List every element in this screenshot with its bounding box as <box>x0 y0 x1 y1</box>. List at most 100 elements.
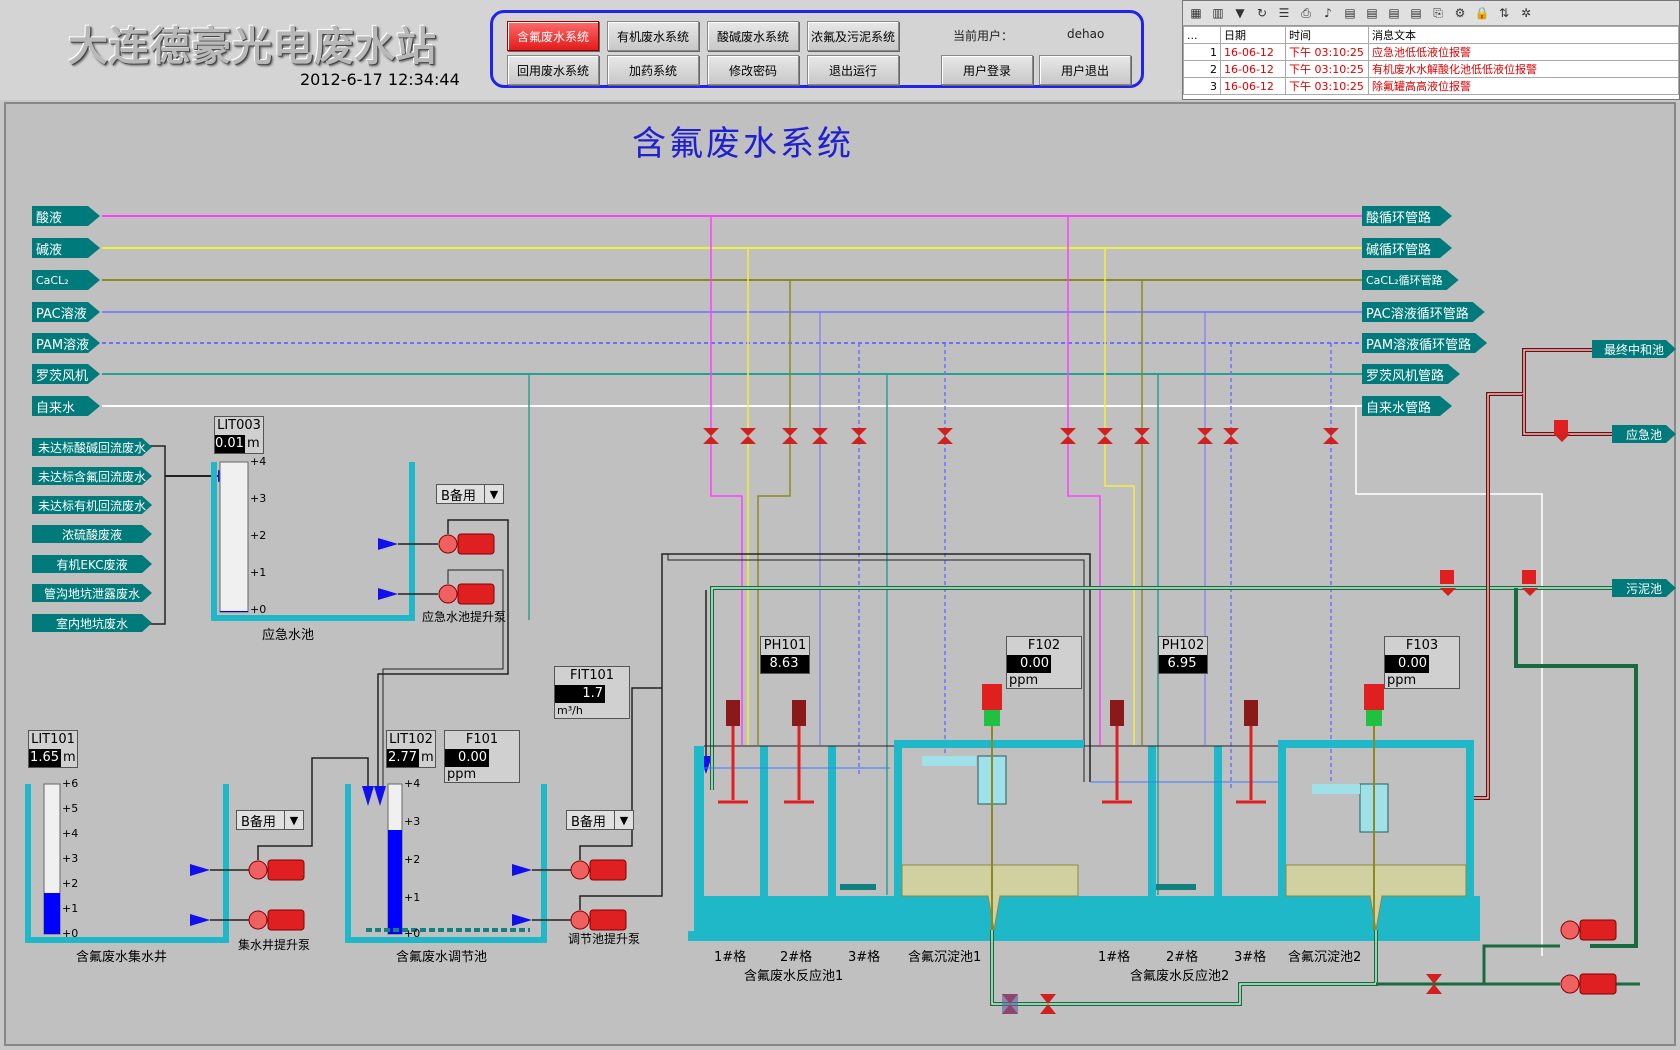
dropdown-arrow-icon[interactable]: ▼ <box>284 811 303 829</box>
f103-display[interactable]: F103 0.00ppm <box>1384 636 1460 689</box>
emergency-pump-b[interactable] <box>438 583 495 605</box>
alarm-row[interactable]: 3 16-06-12 下午 03:10:25 除氟罐高高液位报警 <box>1183 77 1679 95</box>
adjust-pump-b[interactable] <box>570 909 627 931</box>
settler-drive-2[interactable] <box>1364 684 1384 726</box>
sort-icon[interactable]: ⇅ <box>1498 6 1510 20</box>
mixer-1[interactable] <box>718 700 748 804</box>
emergency-pool <box>211 461 438 621</box>
ack-icon[interactable]: ✲ <box>1520 6 1532 20</box>
f101-value: 0.00 <box>445 749 489 767</box>
sludge-pump-b[interactable] <box>1560 973 1617 995</box>
mixer-4[interactable] <box>1236 700 1266 804</box>
scale-mark: +1 <box>250 566 267 579</box>
f102-display[interactable]: F102 0.00ppm <box>1006 636 1082 689</box>
mixer-2[interactable] <box>784 700 814 804</box>
valve[interactable] <box>782 428 798 444</box>
nav-reuse-button[interactable]: 回用废水系统 <box>507 55 599 85</box>
settings-icon[interactable]: ⚙ <box>1454 6 1466 20</box>
f101-display[interactable]: F101 0.00ppm <box>444 730 520 783</box>
logout-button[interactable]: 用户退出 <box>1039 55 1131 85</box>
lock-icon[interactable]: 🔒 <box>1474 6 1490 20</box>
valve[interactable] <box>1060 428 1076 444</box>
source-alkali-tag: 碱液 <box>32 238 100 258</box>
f102-value: 0.00 <box>1007 655 1051 673</box>
table-icon[interactable]: ▦ <box>1190 6 1202 20</box>
valve[interactable] <box>812 428 828 444</box>
settler-drive-1[interactable] <box>982 684 1002 726</box>
standby-select-adjust[interactable]: B备用 ▼ <box>566 810 634 830</box>
refresh-icon[interactable]: ↻ <box>1256 6 1268 20</box>
adjust-discharge-pipe-2 <box>579 553 1091 910</box>
grid1-icon[interactable]: ▤ <box>1344 6 1356 20</box>
sludge-valve-b[interactable] <box>1522 570 1538 596</box>
alarm-text: 有机废水水解酸化池低低液位报警 <box>1368 60 1679 78</box>
bell-icon[interactable]: ♪ <box>1324 6 1332 20</box>
valve[interactable] <box>1197 428 1213 444</box>
nav-sludge-button[interactable]: 浓氟及污泥系统 <box>807 21 899 51</box>
valve[interactable] <box>703 428 719 444</box>
valve[interactable] <box>740 428 756 444</box>
mixer-3[interactable] <box>1102 700 1132 804</box>
scale-mark: +0 <box>62 927 79 940</box>
scale-mark: +2 <box>62 877 79 890</box>
valve[interactable] <box>1134 428 1150 444</box>
valve[interactable] <box>937 428 953 444</box>
inflow-arrow <box>374 786 386 806</box>
fit101-display[interactable]: FIT101 1.7m³/h <box>554 666 630 719</box>
bottom-valves[interactable] <box>1002 974 1442 1014</box>
chart-icon[interactable]: ▥ <box>1212 6 1224 20</box>
filter-icon[interactable]: ▼ <box>1235 6 1245 20</box>
source-pam-tag: PAM溶液 <box>32 333 100 353</box>
change-password-button[interactable]: 修改密码 <box>707 55 799 85</box>
emergency-pump-a[interactable] <box>438 533 495 555</box>
collect-discharge-pipe <box>257 757 369 860</box>
nav-dosing-button[interactable]: 加药系统 <box>607 55 699 85</box>
nav-acid-alkali-button[interactable]: 酸碱废水系统 <box>707 21 799 51</box>
valve[interactable] <box>1223 428 1239 444</box>
valve[interactable] <box>1097 428 1113 444</box>
outlet-valve[interactable] <box>1554 420 1570 442</box>
grid3-icon[interactable]: ▤ <box>1388 6 1400 20</box>
collect-pump-b[interactable] <box>248 909 305 931</box>
alarm-row[interactable]: 2 16-06-12 下午 03:10:25 有机废水水解酸化池低低液位报警 <box>1183 60 1679 78</box>
collect-pump-a[interactable] <box>248 859 305 881</box>
sludge-pump-a[interactable] <box>1560 919 1617 941</box>
standby-select-emergency[interactable]: B备用 ▼ <box>436 484 504 504</box>
export-icon[interactable]: ⎘ <box>1433 5 1443 20</box>
dropdown-arrow-icon[interactable]: ▼ <box>614 811 633 829</box>
dropdown-arrow-icon[interactable]: ▼ <box>484 485 503 503</box>
inflow-tag: 未达标含氟回流废水 <box>32 467 152 485</box>
ph101-display[interactable]: PH101 8.63 <box>760 636 810 674</box>
exit-runtime-button[interactable]: 退出运行 <box>807 55 899 85</box>
ph101-name: PH101 <box>763 638 807 653</box>
dest-pac-tag: PAC溶液循环管路 <box>1362 302 1485 322</box>
inflow-tag: 未达标有机回流废水 <box>32 496 152 514</box>
inflow-tag: 未达标酸碱回流废水 <box>32 438 152 456</box>
fit101-unit: m³/h <box>557 704 583 717</box>
scale-mark: +1 <box>404 891 421 904</box>
cell3b-label: 3#格 <box>1234 950 1267 965</box>
scale-mark: +6 <box>62 777 79 790</box>
list-icon[interactable]: ☰ <box>1278 6 1290 20</box>
adjust-pump-a[interactable] <box>570 859 627 881</box>
drop-valves <box>703 428 1339 444</box>
valve[interactable] <box>1323 428 1339 444</box>
nav-fluoride-button[interactable]: 含氟废水系统 <box>507 21 599 51</box>
sludge-valve-a[interactable] <box>1440 570 1456 596</box>
dest-alkali-tag: 碱循环管路 <box>1362 238 1452 258</box>
cell2-label: 2#格 <box>780 950 813 965</box>
f102-unit: ppm <box>1009 673 1039 688</box>
nav-organic-button[interactable]: 有机废水系统 <box>607 21 699 51</box>
grid2-icon[interactable]: ▤ <box>1366 6 1378 20</box>
login-button[interactable]: 用户登录 <box>941 55 1033 85</box>
standby-select-collect[interactable]: B备用 ▼ <box>236 810 304 830</box>
ph102-display[interactable]: PH102 6.95 <box>1158 636 1208 674</box>
print-icon[interactable]: ⎙ <box>1301 5 1311 20</box>
inflow-tag: 有机EKC废液 <box>32 555 152 573</box>
grid4-icon[interactable]: ▤ <box>1410 6 1422 20</box>
valve[interactable] <box>851 428 867 444</box>
